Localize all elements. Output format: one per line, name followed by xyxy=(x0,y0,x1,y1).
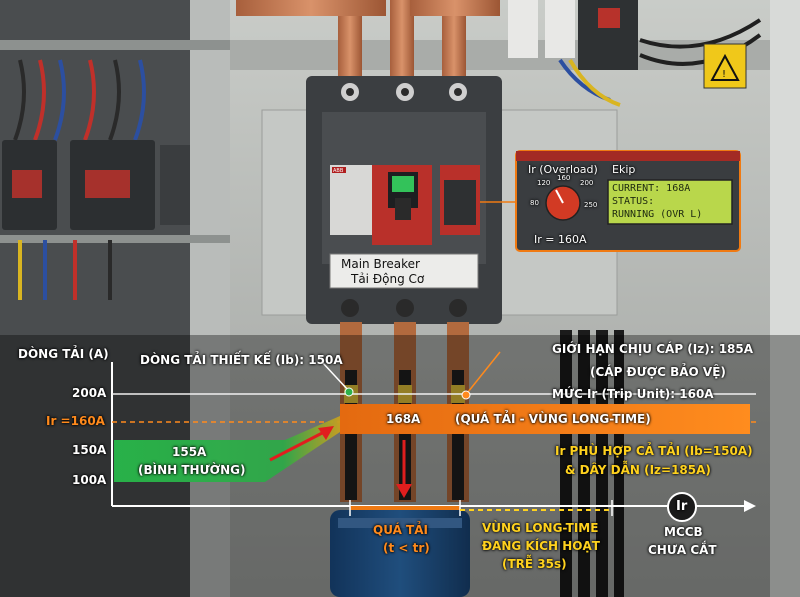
ib-leader xyxy=(321,361,349,391)
right-frame xyxy=(770,0,800,597)
ib-marker xyxy=(344,387,354,397)
dial-tick-250: 250 xyxy=(584,201,598,209)
breaker-brand: ABB xyxy=(333,168,344,174)
ir-circle-text: Ir xyxy=(676,499,688,514)
breaker-label-line1: Main Breaker xyxy=(341,257,420,271)
dial-tick-200: 200 xyxy=(580,179,594,187)
trip-unit-brand: Ekip xyxy=(612,163,636,176)
trip-unit-callout xyxy=(515,150,741,252)
normal-value: 155A xyxy=(172,445,207,459)
motor xyxy=(330,510,470,597)
svg-text:!: ! xyxy=(722,69,726,80)
dial-tick-80: 80 xyxy=(530,199,539,207)
dial-tick-120: 120 xyxy=(537,179,551,187)
transition-arrow-head-icon xyxy=(318,426,334,440)
cabinet-door-frame xyxy=(190,0,230,597)
ir-fit-line-1: Ir PHÙ HỢP CẢ TẢI (Ib=150A) xyxy=(555,444,753,458)
y-tick-ir-160a: Ir =160A xyxy=(46,414,105,428)
normal-load-band xyxy=(114,416,340,482)
warning-sign-icon: ! xyxy=(703,43,747,89)
trip-unit-lcd xyxy=(607,179,733,225)
lcd-line-1: CURRENT: 168A xyxy=(612,183,691,194)
overload-zone-line-2: (t < tr) xyxy=(383,541,430,555)
breaker-label-plate xyxy=(329,253,479,289)
iz-leader xyxy=(467,351,501,393)
left-wiring xyxy=(13,59,146,300)
ir-level-label: MỨC Ir (Trip Unit): 160A xyxy=(552,387,714,401)
main-breaker: ABB xyxy=(306,76,502,324)
iz-marker xyxy=(461,390,471,400)
load-current-overlay xyxy=(111,351,756,522)
lcd-line-3: RUNNING (OVR L) xyxy=(612,209,703,220)
lcd-line-2: STATUS: xyxy=(612,196,655,207)
design-current-label: DÒNG TẢI THIẾT KẾ (Ib): 150A xyxy=(140,353,343,367)
top-right-devices xyxy=(508,0,762,107)
y-tick-200a: 200A xyxy=(72,386,107,400)
cable-protected-label: (CÁP ĐƯỢC BẢO VỆ) xyxy=(590,365,726,379)
ir-circle-icon xyxy=(667,492,697,522)
down-arrow-head-icon xyxy=(396,484,412,498)
motor-ring xyxy=(338,518,462,528)
longtime-line-3: (TRỄ 35s) xyxy=(502,557,567,571)
din-rail-top xyxy=(0,40,230,50)
dial-value: Ir = 160A xyxy=(534,233,587,246)
y-tick-150a: 150A xyxy=(72,443,107,457)
dial-tick-160: 160 xyxy=(557,174,571,182)
longtime-line-1: VÙNG LONG-TIME xyxy=(482,521,599,535)
overload-label: (QUÁ TẢI - VÙNG LONG-TIME) xyxy=(455,412,651,426)
right-cables xyxy=(560,330,624,597)
mccb-line-2: CHƯA CẮT xyxy=(648,543,717,557)
din-rail-mid xyxy=(0,235,230,243)
overload-zone-line-1: QUÁ TẢI xyxy=(373,523,428,537)
mccb-line-1: MCCB xyxy=(664,525,703,539)
longtime-line-2: ĐANG KÍCH HOẠT xyxy=(482,539,600,553)
cable-limit-label: GIỚI HẠN CHỊU CÁP (Iz): 185A xyxy=(552,342,754,356)
ir-fit-line-2: & DÂY DẪN (Iz=185A) xyxy=(565,463,711,477)
normal-label: (BÌNH THƯỜNG) xyxy=(138,463,246,477)
left-breakers xyxy=(2,140,190,230)
x-axis-arrow-icon xyxy=(744,500,756,512)
overload-value: 168A xyxy=(386,412,421,426)
overload-band xyxy=(340,404,750,434)
y-axis-label: DÒNG TẢI (A) xyxy=(18,347,109,361)
transition-arrow xyxy=(269,428,329,462)
copper-busbars xyxy=(236,0,500,90)
dial-title: Ir (Overload) xyxy=(528,163,598,176)
y-tick-100a: 100A xyxy=(72,473,107,487)
breaker-label-line2: Tải Động Cơ xyxy=(351,272,425,286)
